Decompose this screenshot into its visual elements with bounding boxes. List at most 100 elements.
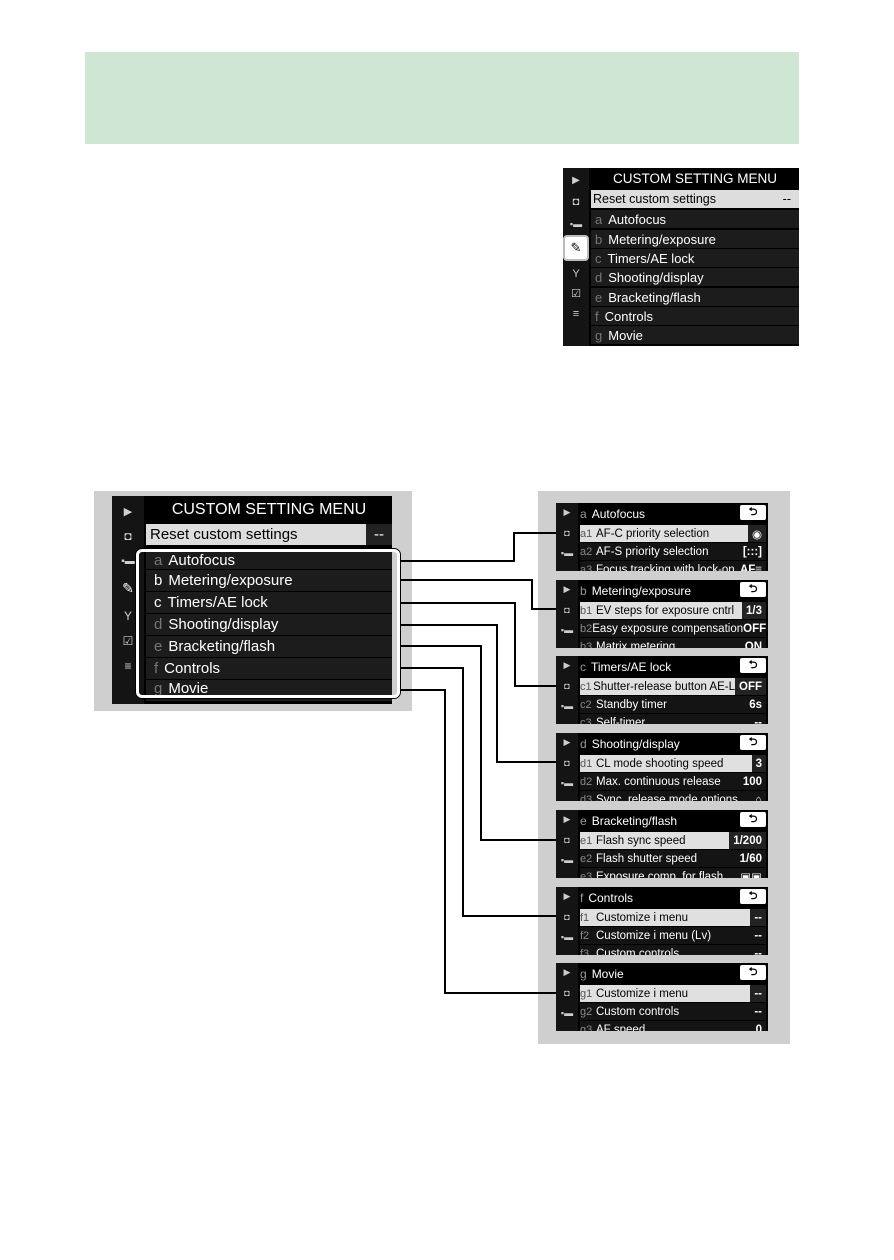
movie-icon[interactable]: ▪▬ xyxy=(560,548,574,558)
row-value: -- xyxy=(750,909,766,926)
row-label: Self-timer xyxy=(596,716,646,725)
movie-icon[interactable]: ▪▬ xyxy=(569,219,583,229)
wrench-icon[interactable]: Y xyxy=(572,268,580,280)
wrench-icon[interactable]: Y xyxy=(123,609,132,623)
movie-icon[interactable]: ▪▬ xyxy=(560,1008,574,1018)
retouch-icon[interactable]: ☑ xyxy=(571,287,581,300)
playback-icon[interactable]: ▶ xyxy=(572,174,580,186)
movie-icon[interactable]: ▪▬ xyxy=(560,778,574,788)
back-icon[interactable]: ⮌ xyxy=(740,505,766,520)
reset-custom-settings[interactable]: Reset custom settings -- xyxy=(591,190,799,209)
reset-label: Reset custom settings xyxy=(150,526,298,543)
movie-icon[interactable]: ▪▬ xyxy=(560,701,574,711)
back-icon[interactable]: ⮌ xyxy=(740,965,766,980)
camera-icon[interactable]: ◘ xyxy=(564,912,570,922)
movie-icon[interactable]: ▪▬ xyxy=(560,932,574,942)
row-label: AF-C priority selection xyxy=(596,527,710,540)
back-icon[interactable]: ⮌ xyxy=(740,658,766,673)
pencil-icon[interactable]: ✎ xyxy=(563,235,589,261)
row-label: Exposure comp. for flash xyxy=(596,870,724,879)
row-code: e3 xyxy=(580,870,593,879)
back-icon[interactable]: ⮌ xyxy=(740,735,766,750)
movie-icon[interactable]: ▪▬ xyxy=(560,855,574,865)
back-icon[interactable]: ⮌ xyxy=(740,812,766,827)
menu-title: CUSTOM SETTING MENU xyxy=(146,499,392,521)
back-icon[interactable]: ⮌ xyxy=(740,582,766,597)
camera-icon[interactable]: ◘ xyxy=(564,988,570,998)
playback-icon[interactable]: ▶ xyxy=(563,891,571,901)
playback-icon[interactable]: ▶ xyxy=(563,584,571,594)
row-value: 1/3 xyxy=(742,602,766,619)
my-menu-icon[interactable]: ≡ xyxy=(572,308,580,320)
row-label: AF speed xyxy=(596,1023,646,1032)
my-menu-icon[interactable]: ≡ xyxy=(124,659,132,673)
pencil-icon[interactable]: ✎ xyxy=(122,579,134,596)
camera-icon[interactable]: ◘ xyxy=(564,758,570,768)
row-value: OFF xyxy=(743,622,767,635)
camera-icon[interactable]: ◘ xyxy=(572,196,580,208)
playback-icon[interactable]: ▶ xyxy=(563,660,571,670)
line-metering xyxy=(400,579,556,610)
back-icon[interactable]: ⮌ xyxy=(740,889,766,904)
row-label: Customize i menu (Lv) xyxy=(596,929,712,942)
tab-strip: ▶ ◘ ▪▬ xyxy=(556,503,578,571)
camera-icon[interactable]: ◘ xyxy=(124,529,132,543)
row-code: a3 xyxy=(580,563,593,572)
playback-icon[interactable]: ▶ xyxy=(563,814,571,824)
retouch-icon[interactable]: ☑ xyxy=(122,634,134,648)
camera-icon[interactable]: ◘ xyxy=(564,605,570,615)
playback-icon[interactable]: ▶ xyxy=(123,505,133,518)
row-label: Sync. release mode options xyxy=(596,793,738,802)
playback-icon[interactable]: ▶ xyxy=(563,737,571,747)
row-label: Focus tracking with lock-on xyxy=(596,563,735,572)
reset-custom-settings[interactable]: Reset custom settings -- xyxy=(146,524,392,546)
row-value: -- xyxy=(754,1005,762,1018)
playback-icon[interactable]: ▶ xyxy=(563,507,571,517)
movie-icon[interactable]: ▪▬ xyxy=(560,625,574,635)
camera-icon[interactable]: ◘ xyxy=(564,528,570,538)
row-value: -- xyxy=(754,947,762,956)
movie-icon[interactable]: ▪▬ xyxy=(121,555,135,567)
camera-icon[interactable]: ◘ xyxy=(564,835,570,845)
camera-icon[interactable]: ◘ xyxy=(564,681,570,691)
playback-icon[interactable]: ▶ xyxy=(563,967,571,977)
